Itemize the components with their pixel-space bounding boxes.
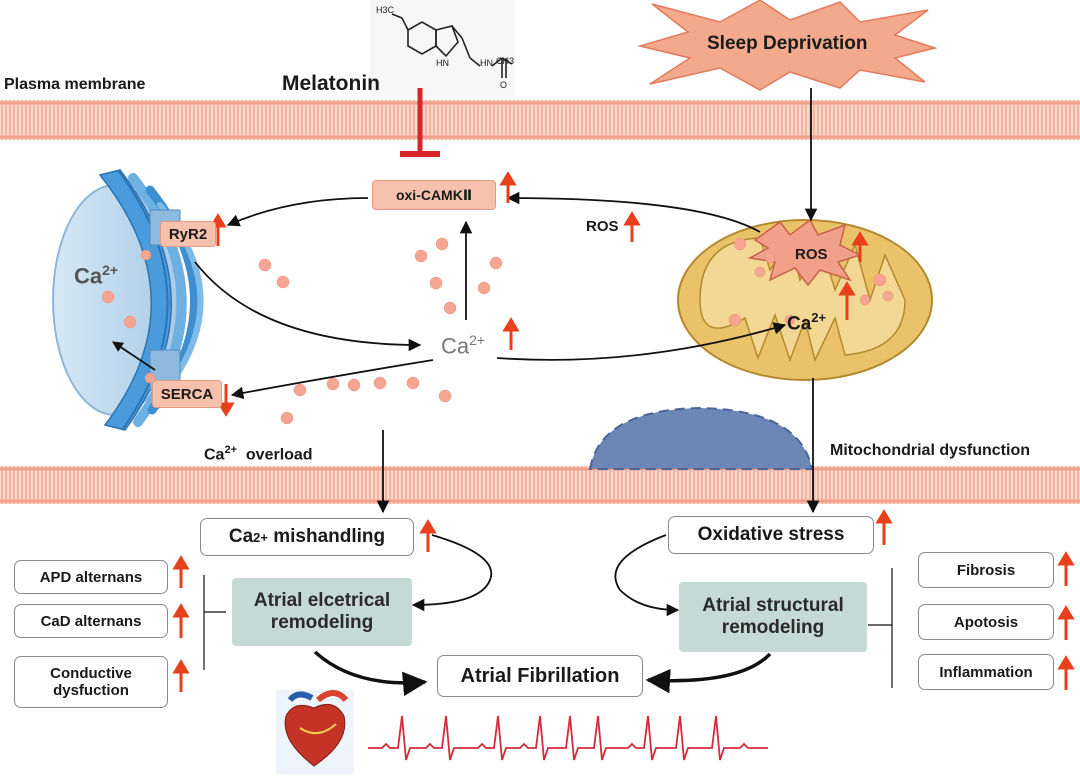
plasma-membrane-label: Plasma membrane <box>4 76 146 93</box>
right-item-apoptosis: Apotosis <box>918 604 1054 640</box>
heart-icon <box>276 690 354 774</box>
right-item-inflammation: Inflammation <box>918 654 1054 690</box>
sleep-deprivation-label: Sleep Deprivation <box>707 33 868 54</box>
calcium-ions <box>101 237 894 425</box>
melatonin-oxygen: O <box>500 80 508 90</box>
mito-dysfunction-label: Mitochondrial dysfunction <box>830 442 1030 459</box>
oxidative-stress-box: Oxidative stress <box>668 516 874 554</box>
sleep-deprivation-burst <box>637 0 938 91</box>
sr-calcium-label: Ca2+ <box>74 262 119 289</box>
ros-outside-label: ROS <box>586 218 619 235</box>
cytosol-calcium-label: Ca2+ <box>441 332 486 359</box>
down-arrow-serca <box>217 384 235 417</box>
melatonin-methoxy: H3C <box>376 5 395 15</box>
bottom-membrane <box>0 466 1080 504</box>
oxi-camk2-tag: oxi-CAMKⅡ <box>372 180 496 210</box>
serca-tag: SERCA <box>152 380 222 408</box>
melatonin-nh-chain: HN <box>480 58 493 68</box>
ryr2-tag: RyR2 <box>160 221 216 247</box>
mitochondrion <box>677 218 933 381</box>
nucleus-dome <box>588 406 814 470</box>
calcium-overload-label: Ca2+ overload <box>204 444 313 464</box>
top-membrane <box>0 100 1080 140</box>
right-item-fibrosis: Fibrosis <box>918 552 1054 588</box>
melatonin-ch3: CH3 <box>496 56 515 66</box>
ecg-trace <box>368 715 768 761</box>
up-arrows <box>172 171 1075 692</box>
left-item-cad-alternans: CaD alternans <box>14 604 168 638</box>
melatonin-structure <box>370 0 515 96</box>
melatonin-label: Melatonin <box>282 72 380 95</box>
ros-mito-label: ROS <box>795 246 828 263</box>
melatonin-nh-ring: HN <box>436 58 449 68</box>
left-item-apd-alternans: APD alternans <box>14 560 168 594</box>
atrial-fibrillation-box: Atrial Fibrillation <box>437 655 643 697</box>
mito-calcium-label: Ca2+ <box>787 310 827 335</box>
pathway-arrows <box>112 88 893 688</box>
